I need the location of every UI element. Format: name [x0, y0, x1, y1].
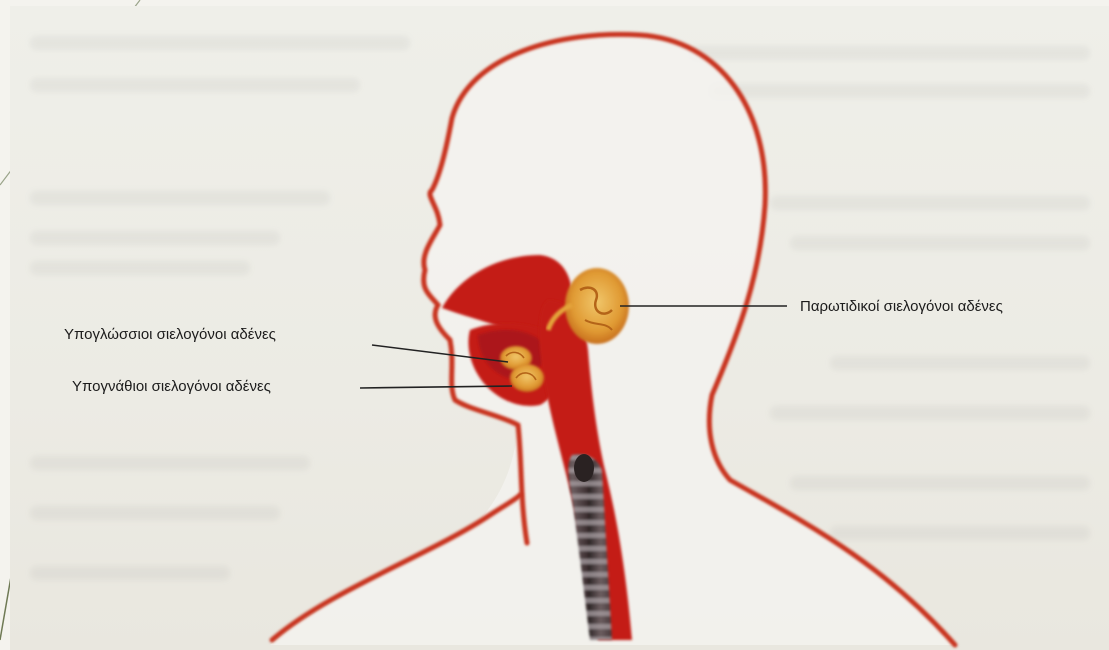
trachea-opening	[574, 454, 594, 482]
sublingual-label: Υπογλώσσιοι σιελογόνοι αδένες	[64, 326, 276, 344]
submandibular-gland	[510, 364, 544, 392]
submandibular-label: Υπογνάθιοι σιελογόνοι αδένες	[72, 378, 271, 396]
parotid-label: Παρωτιδικοί σιελογόνοι αδένες	[800, 298, 1003, 316]
